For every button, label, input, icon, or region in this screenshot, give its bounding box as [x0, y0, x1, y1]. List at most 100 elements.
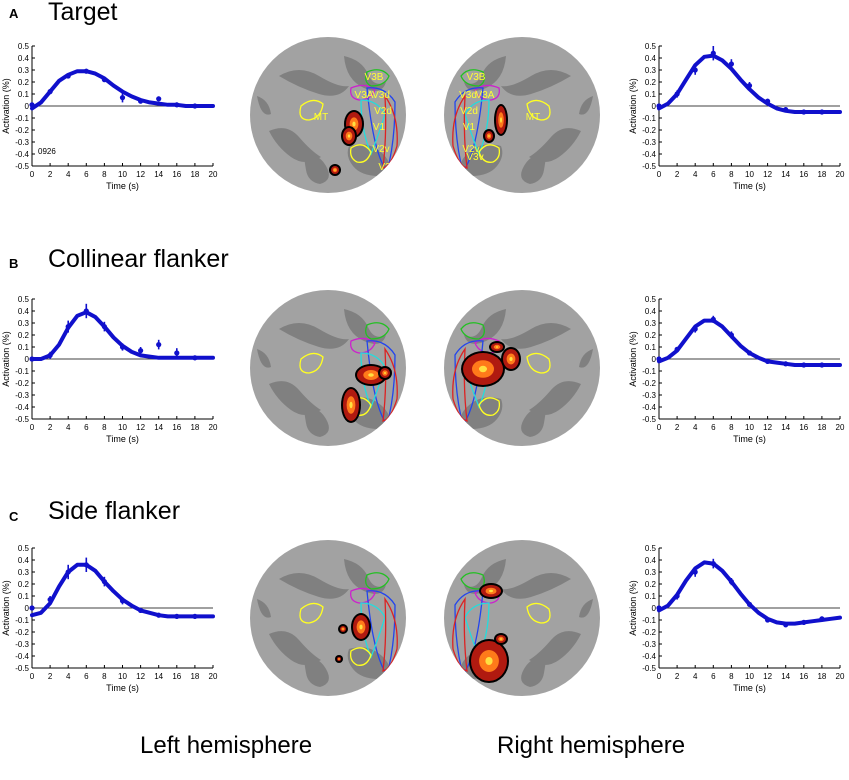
flatmap-surface — [250, 540, 406, 696]
data-point — [710, 561, 716, 567]
sulcus-region — [269, 128, 321, 162]
sulcus-region — [529, 128, 581, 162]
x-tick-label: 2 — [48, 170, 53, 179]
x-tick-label: 0 — [30, 170, 35, 179]
x-tick-label: 6 — [84, 423, 89, 432]
roi-contour — [454, 87, 484, 174]
data-point — [174, 350, 180, 356]
data-point — [119, 598, 126, 604]
x-tick-label: 12 — [763, 170, 772, 179]
roi-contour — [360, 99, 386, 156]
sulcus-region — [257, 349, 271, 368]
x-tick-label: 20 — [209, 170, 218, 179]
x-tick-label: 10 — [745, 423, 754, 432]
data-point — [138, 607, 144, 613]
x-tick-label: 20 — [836, 170, 845, 179]
y-tick-label: 0 — [25, 102, 30, 111]
sulcus-region — [304, 658, 329, 687]
data-point — [174, 102, 180, 108]
data-point — [29, 605, 35, 611]
roi-label: V3d — [459, 90, 477, 101]
activation-max — [347, 134, 351, 138]
data-point — [710, 316, 716, 322]
y-tick-label: 0.2 — [645, 331, 657, 340]
y-tick-label: -0.5 — [642, 415, 656, 424]
roi-label: V3d — [372, 90, 390, 101]
data-point — [819, 616, 825, 622]
data-point — [83, 562, 89, 568]
x-tick-label: 10 — [118, 672, 127, 681]
activation-max — [368, 373, 374, 377]
roi-label: V2d — [374, 106, 392, 117]
roi-label: V3A — [476, 90, 495, 101]
y-tick-label: 0.2 — [645, 580, 657, 589]
panel-title-side-flanker: Side flanker — [48, 497, 181, 525]
sulcus-region — [501, 323, 571, 349]
data-point — [656, 356, 662, 362]
sulcus-region — [464, 309, 506, 344]
panel-title-collinear-flanker: Collinear flanker — [48, 245, 229, 273]
activation-max — [349, 401, 353, 409]
sulcus-region — [501, 573, 571, 599]
x-tick-label: 8 — [102, 170, 107, 179]
y-tick-label: -0.5 — [642, 162, 656, 171]
sulcus-region — [257, 96, 271, 115]
roi-label: V2v — [462, 144, 479, 155]
y-tick-label: -0.3 — [642, 138, 656, 147]
x-tick-label: 20 — [209, 672, 218, 681]
x-tick-label: 18 — [817, 170, 826, 179]
data-point — [156, 612, 162, 618]
panel-title-target: Target — [48, 0, 118, 26]
x-axis-label: Time (s) — [106, 181, 139, 191]
y-tick-label: -0.1 — [15, 367, 29, 376]
roi-contour — [452, 93, 468, 169]
data-point — [765, 617, 771, 623]
y-tick-label: 0.1 — [645, 90, 657, 99]
roi-contour — [478, 397, 501, 416]
panel-letter-a: A — [9, 6, 19, 21]
roi-contour — [349, 647, 372, 666]
y-tick-label: -0.4 — [642, 150, 656, 159]
data-point — [692, 326, 698, 332]
y-tick-label: -0.1 — [642, 114, 656, 123]
y-axis-label: Activation (%) — [1, 331, 11, 387]
flatmap-c-right — [444, 540, 600, 696]
y-axis-label: Activation (%) — [1, 580, 11, 636]
x-tick-label: 8 — [729, 672, 734, 681]
x-tick-label: 2 — [48, 672, 53, 681]
roi-label: V3A — [355, 90, 374, 101]
y-tick-label: -0.4 — [642, 652, 656, 661]
data-point — [119, 95, 126, 101]
x-tick-label: 0 — [657, 672, 662, 681]
x-axis-label: Time (s) — [106, 434, 139, 444]
activation-max — [488, 135, 490, 137]
roi-contour — [382, 596, 398, 672]
x-tick-label: 4 — [66, 170, 71, 179]
y-tick-label: 0.1 — [645, 343, 657, 352]
fit-curve — [30, 69, 215, 111]
data-point — [101, 579, 107, 585]
x-tick-label: 18 — [190, 170, 199, 179]
x-tick-label: 2 — [675, 423, 680, 432]
y-tick-label: 0.4 — [18, 307, 30, 316]
roi-label: V2d — [460, 106, 478, 117]
panel-letter-c: C — [9, 509, 19, 524]
sulcus-region — [304, 408, 329, 437]
data-point — [819, 362, 825, 368]
roi-label: V3B — [467, 72, 486, 83]
sulcus-region — [269, 381, 321, 415]
sulcus-region — [579, 599, 593, 618]
data-point — [83, 308, 89, 314]
y-tick-label: 0.5 — [645, 544, 657, 553]
roi-label: V3B — [365, 72, 384, 83]
y-tick-label: -0.3 — [15, 138, 29, 147]
x-tick-label: 6 — [711, 423, 716, 432]
sulcus-region — [344, 56, 386, 91]
data-point — [674, 593, 680, 599]
